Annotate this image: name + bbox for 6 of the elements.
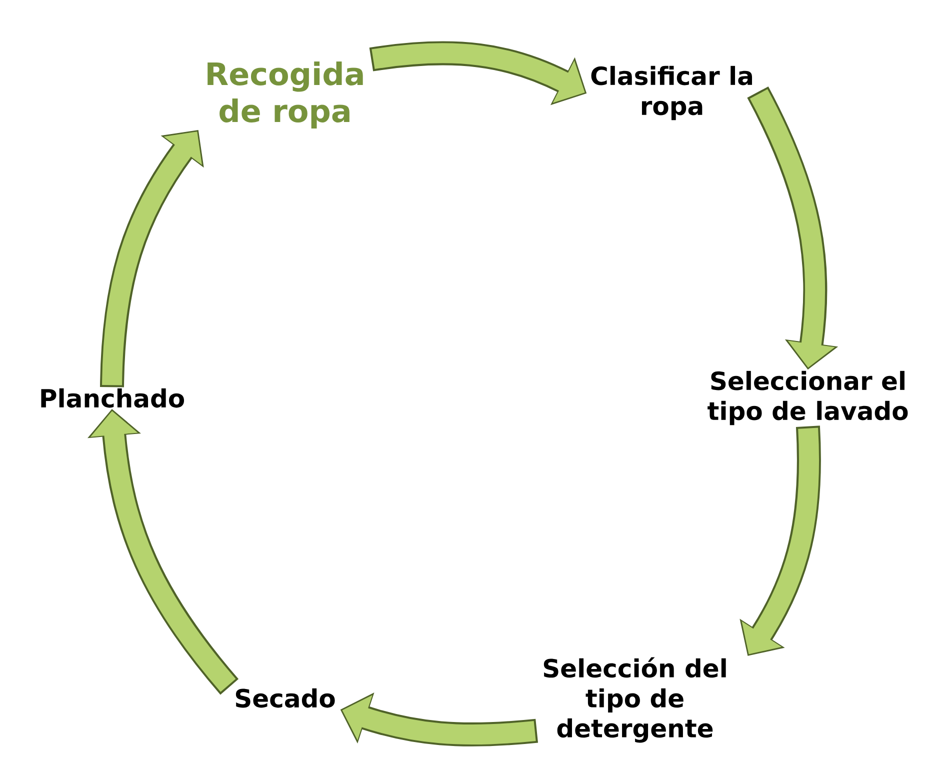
step-label: Recogida de ropa <box>208 62 363 128</box>
step-label: Secado <box>236 688 335 708</box>
step-label: Selección del tipo de detergente <box>544 657 726 743</box>
step-label: Clasificar la ropa <box>591 66 752 120</box>
step-label: Seleccionar el tipo de lavado <box>708 370 908 426</box>
step-label: Planchado <box>41 388 184 408</box>
